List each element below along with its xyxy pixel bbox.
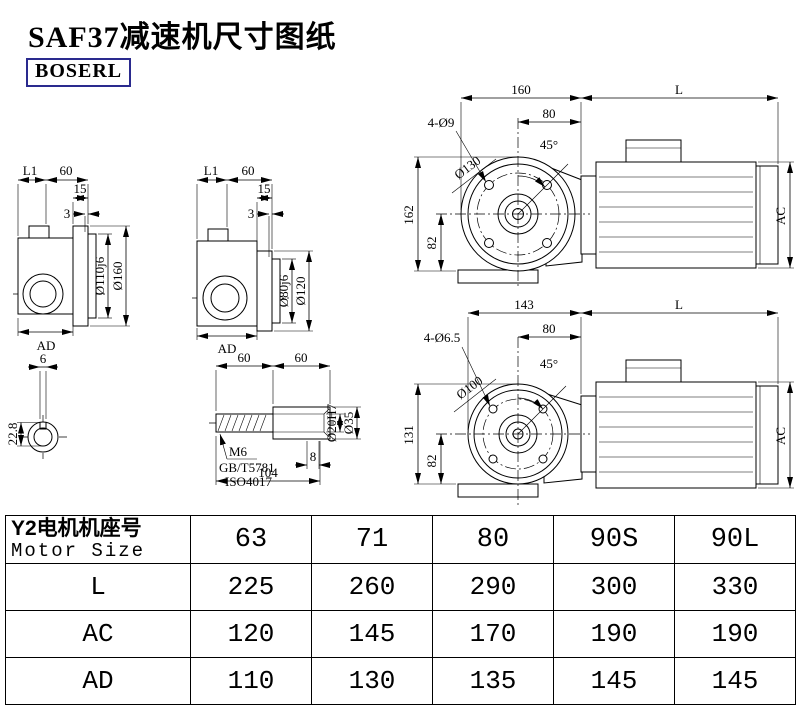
dim-label-height: 131 — [401, 425, 416, 445]
cell-ad-71: 130 — [311, 657, 433, 705]
front-view-bottom-drawing: 143 L 80 4-Ø6.5 45° Ø100 131 82 AC — [401, 297, 794, 506]
brand-logo: BOSERL — [26, 58, 132, 87]
dim-label-82: 82 — [424, 455, 439, 468]
dim-label-flange: Ø120 — [293, 277, 308, 306]
dim-label-bore: Ø20H7 — [324, 403, 339, 442]
dim-label-bolt-circle: Ø100 — [453, 373, 485, 402]
cell-l-71: 260 — [311, 563, 433, 611]
table-row-ad: AD 110 130 135 145 145 — [5, 657, 796, 705]
dim-label-flange: Ø160 — [110, 262, 125, 291]
cell-l-90l: 330 — [674, 563, 796, 611]
cell-ac-90l: 190 — [674, 610, 796, 658]
column-header-90s: 90S — [553, 515, 675, 564]
column-header-90l: 90L — [674, 515, 796, 564]
cell-l-63: 225 — [190, 563, 312, 611]
row-label-l: L — [5, 563, 191, 611]
dim-label-key-depth: 22.8 — [5, 423, 20, 446]
side-view-large-flange-drawing: L1 60 15 3 Ø110j6 Ø160 AD — [13, 163, 130, 353]
dim-label-height: 162 — [401, 205, 416, 225]
part-outline — [192, 228, 289, 332]
dim-label-length: L — [675, 297, 683, 312]
dim-label-thread: M6 — [229, 444, 248, 459]
row-label-ad: AD — [5, 657, 191, 705]
motor-dimension-table: Y2电机机座号 Motor Size 63 71 80 90S 90L L 22… — [5, 515, 796, 705]
dim-label-60: 60 — [60, 163, 73, 178]
dim-label-width: 160 — [511, 82, 531, 97]
dim-label-60: 60 — [242, 163, 255, 178]
table-row-l: L 225 260 290 300 330 — [5, 563, 796, 611]
cell-ad-80: 135 — [432, 657, 554, 705]
dim-label-8: 8 — [310, 449, 317, 464]
dimension-lines — [196, 177, 313, 340]
dim-label-bore: Ø80j6 — [276, 274, 291, 307]
dimension-lines — [17, 364, 58, 447]
dim-label-standard-gb: GB/T5781 — [219, 460, 275, 475]
row-label-ac: AC — [5, 610, 191, 658]
dim-label-holes: 4-Ø6.5 — [424, 330, 460, 345]
dim-label-l1: L1 — [23, 163, 37, 178]
dim-label-standard-iso: ISO4017 — [225, 474, 272, 489]
dim-label-length: L — [675, 82, 683, 97]
dimension-lines — [215, 363, 361, 485]
dim-label-ad: AD — [37, 338, 56, 353]
dim-label-ad: AD — [218, 341, 237, 356]
dimension-lines — [414, 95, 794, 272]
dimension-lines — [414, 310, 794, 489]
dim-label-angle: 45° — [540, 137, 558, 152]
dim-label-60a: 60 — [238, 350, 251, 365]
dim-label-ac: AC — [773, 207, 788, 225]
dim-label-104: 104 — [258, 465, 278, 480]
shaft-detail-drawing: 60 60 M6 GB/T5781 ISO4017 8 104 Ø20H7 Ø3… — [209, 350, 361, 489]
part-outline — [209, 406, 339, 440]
cell-ac-90s: 190 — [553, 610, 675, 658]
part-outline — [21, 415, 67, 459]
dim-label-key-width: 6 — [40, 351, 47, 366]
dim-label-od: Ø35 — [341, 412, 356, 434]
dim-label-ac: AC — [773, 427, 788, 445]
column-header-80: 80 — [432, 515, 554, 564]
dimension-lines — [17, 177, 130, 336]
column-header-71: 71 — [311, 515, 433, 564]
dim-label-80: 80 — [543, 106, 556, 121]
dim-label-15: 15 — [258, 181, 271, 196]
dim-label-60b: 60 — [295, 350, 308, 365]
side-view-small-flange-drawing: L1 60 15 3 Ø80j6 Ø120 AD — [192, 163, 313, 356]
cell-ac-71: 145 — [311, 610, 433, 658]
column-header-63: 63 — [190, 515, 312, 564]
part-outline — [436, 337, 779, 506]
dim-label-angle: 45° — [540, 356, 558, 371]
dim-label-holes: 4-Ø9 — [428, 115, 455, 130]
front-view-top-drawing: 160 L 80 4-Ø9 45° Ø130 162 82 AC — [401, 82, 794, 287]
page-title: SAF37减速机尺寸图纸 — [28, 21, 337, 54]
cell-ac-63: 120 — [190, 610, 312, 658]
dim-label-82: 82 — [424, 237, 439, 250]
part-outline — [436, 118, 779, 287]
dim-label-width: 143 — [514, 297, 534, 312]
cell-ad-63: 110 — [190, 657, 312, 705]
table-header-row: Y2电机机座号 Motor Size 63 71 80 90S 90L — [5, 515, 796, 564]
shaft-end-view-drawing: 6 22.8 — [5, 351, 67, 459]
dim-label-15: 15 — [74, 181, 87, 196]
cell-ac-80: 170 — [432, 610, 554, 658]
cell-l-80: 290 — [432, 563, 554, 611]
dim-label-bore: Ø110j6 — [92, 256, 107, 295]
dim-label-3: 3 — [248, 206, 255, 221]
motor-frame-label-cn: Y2电机机座号 — [11, 516, 142, 540]
cell-ad-90s: 145 — [553, 657, 675, 705]
dim-label-3: 3 — [64, 206, 71, 221]
cell-ad-90l: 145 — [674, 657, 796, 705]
motor-frame-label-en: Motor Size — [11, 539, 146, 562]
cell-l-90s: 300 — [553, 563, 675, 611]
motor-size-header-cell: Y2电机机座号 Motor Size — [5, 515, 191, 564]
part-outline — [13, 225, 105, 327]
table-row-ac: AC 120 145 170 190 190 — [5, 610, 796, 658]
dim-label-l1: L1 — [204, 163, 218, 178]
dim-label-80: 80 — [543, 321, 556, 336]
